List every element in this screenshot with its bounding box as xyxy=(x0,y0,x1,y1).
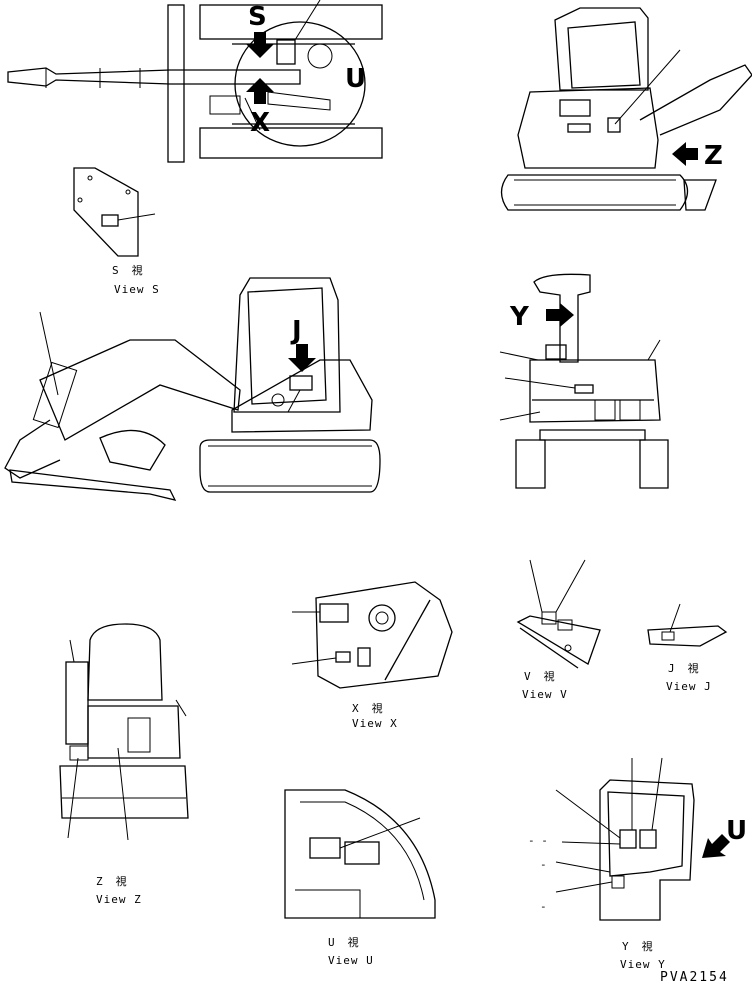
view-v-caption: View V xyxy=(522,688,568,701)
drawing-code: PVA2154 xyxy=(660,970,729,985)
view-u-caption-jp: U 視 xyxy=(328,936,360,949)
view-v-drawing xyxy=(516,559,601,669)
front-view-drawing xyxy=(499,273,669,489)
dash-mark-3: - xyxy=(540,900,547,913)
rear-view-drawing xyxy=(500,7,752,211)
dash-mark-1: - - xyxy=(528,834,548,847)
dash-mark-2: - xyxy=(540,858,547,871)
side-view-drawing xyxy=(4,277,381,501)
marker-y: Y xyxy=(510,302,529,332)
view-x-caption-jp: X 視 xyxy=(352,702,384,715)
arrow-u xyxy=(702,834,730,858)
view-y-caption-jp: Y 視 xyxy=(622,940,654,953)
view-x-caption: View X xyxy=(352,717,398,730)
view-v-caption-jp: V 視 xyxy=(524,670,556,683)
view-s-caption-jp: S 視 xyxy=(112,264,144,277)
view-s-drawing xyxy=(73,167,156,257)
view-j-caption-jp: J 視 xyxy=(668,662,700,675)
marker-s: S xyxy=(248,2,267,32)
view-y-drawing xyxy=(555,757,695,921)
view-u-caption: View U xyxy=(328,954,374,967)
view-j-drawing xyxy=(647,603,728,647)
arrow-z xyxy=(672,142,698,166)
view-s-caption: View S xyxy=(114,283,160,296)
arrow-y xyxy=(546,303,574,327)
view-z-drawing xyxy=(59,623,189,841)
arrow-j xyxy=(288,344,316,372)
view-x-drawing xyxy=(291,581,453,689)
view-y-caption: View Y xyxy=(620,958,666,971)
marker-j: J xyxy=(292,316,302,346)
arrow-s xyxy=(246,32,274,58)
view-u-drawing xyxy=(284,789,436,919)
marker-u-right: U xyxy=(726,816,748,846)
marker-z: Z xyxy=(704,141,723,171)
marker-x: X xyxy=(250,108,271,138)
top-view-drawing xyxy=(7,0,383,163)
marker-u-top: U xyxy=(345,64,367,94)
arrow-x xyxy=(246,78,274,104)
view-j-caption: View J xyxy=(666,680,712,693)
view-z-caption: View Z xyxy=(96,893,142,906)
view-z-caption-jp: Z 視 xyxy=(96,875,128,888)
